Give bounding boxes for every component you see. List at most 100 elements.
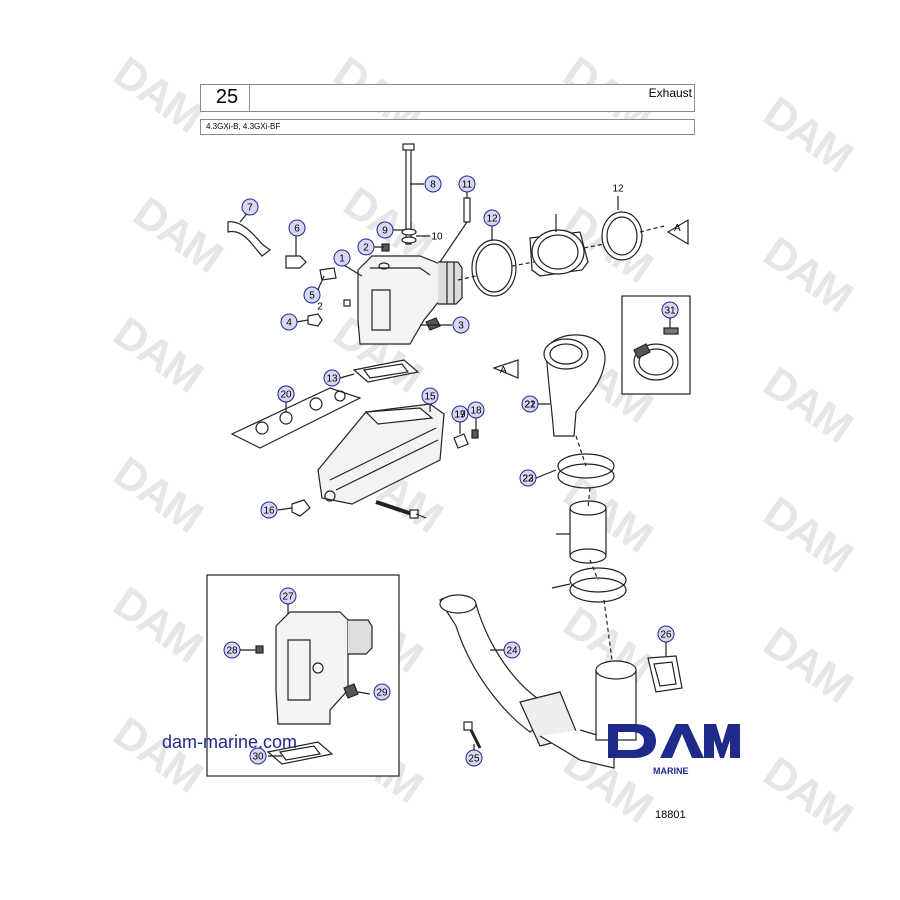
leader-lines [239,183,671,757]
manifold-port [324,490,336,502]
bolt-19-head [409,509,419,519]
callout-2: 2 [357,238,375,256]
callout-label: 13 [326,374,338,385]
callout-4: 4 [280,313,298,331]
bolt-25 [468,727,482,749]
hose-clamp-22-lower-b [569,577,627,603]
callout-19: 19 [454,410,466,421]
callout-7: 7 [241,198,259,216]
callout-label: 9 [382,226,388,237]
callout-label: 27 [282,592,294,603]
washer-10 [401,228,417,236]
website-link[interactable]: dam-marine.com [162,732,298,752]
section-number-box [200,84,250,112]
fitting-6 [285,255,307,269]
callout-label: 21 [524,400,536,411]
callout-circle [503,641,521,659]
callout-24: 24 [503,641,521,659]
callout-label: 24 [506,646,518,657]
callout-label: 31 [664,306,676,317]
callout-3: 3 [452,316,470,334]
callout-label: 3 [458,321,464,332]
callout-circle [333,249,351,267]
screw-2 [343,299,351,307]
elbow-edge [370,267,431,276]
ref-marker-a-left-label: A [500,365,507,376]
callout-23: 23 [522,474,534,485]
callout-label: 12 [612,184,624,195]
callout-15: 15 [421,387,439,405]
callout-18: 18 [467,401,485,419]
riser-pipe-top [595,660,637,680]
callout-17: 17 [451,405,469,423]
callout-circle [303,286,321,304]
hose-7 [227,221,271,257]
callout-2: 2 [317,302,323,313]
callout-label: 6 [294,224,300,235]
callout-29: 29 [373,683,391,701]
manifold-flange [364,407,434,425]
callout-31: 31 [661,301,679,319]
callout-11: 11 [458,175,476,193]
callout-label: 11 [462,180,473,191]
callout-label: 7 [247,203,253,214]
callout-label: 20 [280,390,292,401]
exhaust-elbow-1 [357,255,441,345]
callout-label: 4 [286,318,292,329]
plug-17 [453,433,469,449]
dam-logo-mark [608,724,740,758]
callout-20: 20 [277,385,295,403]
plug-18 [471,429,479,439]
gasket-26-hole [653,661,677,687]
callout-12: 12 [483,209,501,227]
callout-circle [373,683,391,701]
gasket-14 [352,359,420,383]
plug-4 [307,313,323,327]
manifold-ribs [329,427,439,491]
sleeve-23-bottom [569,548,607,564]
callout-circle [661,301,679,319]
callout-circle [451,405,469,423]
models-bar [200,119,695,135]
callout-label: 22 [524,400,536,411]
callout-12: 12 [612,184,624,195]
callout-label: 18 [470,406,482,417]
elbow-outlet [438,261,463,305]
callout-circle [483,209,501,227]
bolt-19 [375,500,413,516]
callout-label: 29 [376,688,388,699]
callout-label: 22 [522,474,534,485]
clamp-31-screw [633,343,651,359]
header-bar [200,84,695,112]
callout-circle [519,469,537,487]
bellows-13-ring [531,229,585,275]
sleeve-23-top [569,500,607,516]
engine-models: 4.3GXi-B, 4.3GXi-BF [206,122,281,131]
ref-marker-a-right-label: A [674,223,681,234]
gasket-hole-1 [255,421,269,435]
pipe-axis [575,435,613,661]
section-number: 25 [215,86,239,108]
callout-circle [277,385,295,403]
callout-label: 26 [660,630,672,641]
gasket-hole-3 [309,397,323,411]
exhaust-pipe-24-mouth [439,594,477,614]
callout-label: 30 [252,752,264,763]
callout-label: 10 [431,232,443,243]
callout-circle [376,221,394,239]
callout-circle [241,198,259,216]
callout-circle [323,369,341,387]
callout-label: 2 [363,243,369,254]
callout-layer: 1223456789101112121314151617181920212222… [223,175,679,767]
callout-13: 13 [323,369,341,387]
callout-circle [357,238,375,256]
callout-25: 25 [465,749,483,767]
callout-circle [467,401,485,419]
hose-clamp-12-left-inner [475,243,513,293]
callout-8: 8 [424,175,442,193]
callout-30: 30 [249,747,267,765]
callout-1: 1 [333,249,351,267]
callout-label: 25 [468,754,480,765]
